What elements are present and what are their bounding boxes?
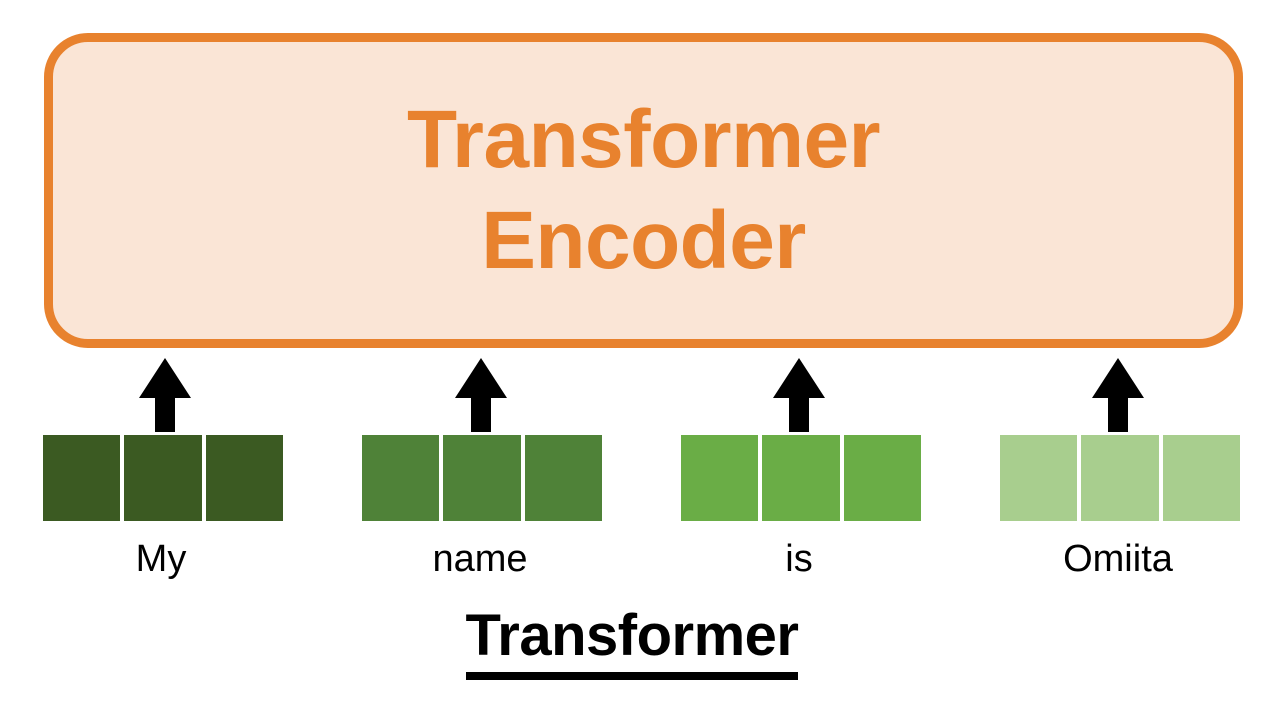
token-embedding-cell [681, 435, 759, 521]
token-embedding-cell [124, 435, 202, 521]
transformer-encoder-box: Transformer Encoder [44, 33, 1243, 348]
token-embedding-cell [524, 435, 602, 521]
token-embedding-cell [843, 435, 921, 521]
token-embedding-group [1000, 435, 1240, 521]
token-embedding-cell [205, 435, 283, 521]
token-embedding-cell [43, 435, 121, 521]
arrow-up-icon [771, 358, 827, 432]
arrow-up-icon [137, 358, 193, 432]
arrow-up-icon [1090, 358, 1146, 432]
token-embedding-group [362, 435, 602, 521]
encoder-title-line-1: Transformer [406, 94, 881, 186]
token-embedding-cell [362, 435, 440, 521]
token-embedding-cell [443, 435, 521, 521]
token-label: is [785, 538, 813, 580]
token-embedding-cell [1000, 435, 1078, 521]
token-label: My [135, 538, 187, 580]
diagram-caption: Transformer [0, 603, 1264, 680]
token-embedding-cell [762, 435, 840, 521]
arrow-up-icon [453, 358, 509, 432]
token-embedding-group [43, 435, 283, 521]
encoder-title-line-2: Encoder [481, 194, 806, 286]
caption-text: Transformer [465, 603, 799, 680]
token-embedding-cell [1081, 435, 1159, 521]
token-label: name [432, 538, 528, 580]
token-label: Omiita [1063, 538, 1173, 580]
token-embedding-group [681, 435, 921, 521]
token-embedding-cell [1162, 435, 1240, 521]
